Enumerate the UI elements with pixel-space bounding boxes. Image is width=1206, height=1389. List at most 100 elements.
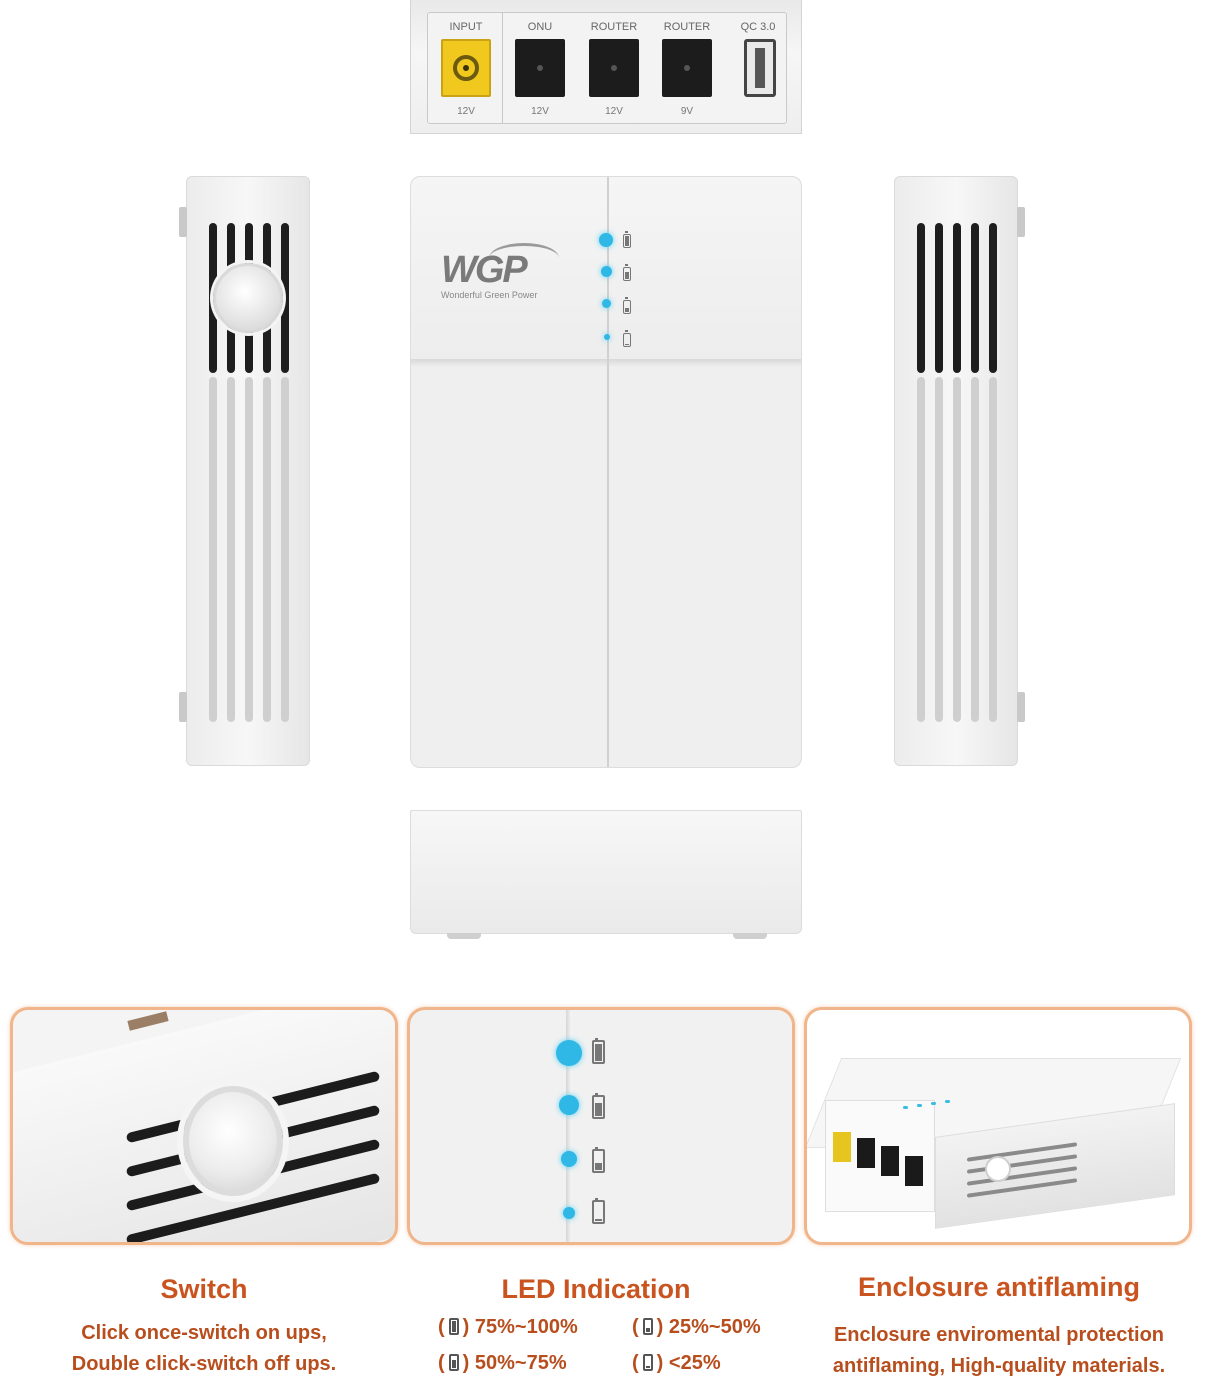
battery-medium-icon [642,1318,653,1335]
port-divider [502,13,503,123]
led-indicator [561,1151,577,1167]
battery-low-icon [642,1354,653,1371]
left-side-view [179,176,310,766]
enclosure-feature-panel [804,1007,1192,1245]
legend-paren: ( [632,1352,639,1374]
legend-range: ) 25%~50% [656,1316,761,1338]
logo-arc-icon [489,243,559,273]
vent-slot [263,377,271,722]
port-input: INPUT 12V [430,13,502,125]
power-button-icon[interactable] [213,263,283,333]
front-horizontal-seam [411,359,801,367]
dc-output-jack-icon [515,39,565,97]
logo-tagline: Wonderful Green Power [441,290,538,300]
rubber-foot [733,933,767,939]
legend-paren: ( [632,1316,639,1338]
enclosure-line-1: Enclosure enviromental protection [833,1324,1165,1346]
battery-medium-icon [623,297,631,314]
battery-high-icon [448,1354,459,1371]
legend-item-75-100: ( ) 75%~100% [438,1316,578,1339]
legend-range: ) 50%~75% [462,1352,567,1374]
switch-line-2: Double click-switch off ups. [71,1353,337,1375]
battery-medium-icon [592,1147,605,1173]
port-label: INPUT [449,21,483,33]
legend-item-25-50: ( ) 25%~50% [632,1316,761,1339]
enclosure-line-2: antiflaming, High-quality materials. [832,1355,1166,1377]
dc-output-jack-icon [857,1138,875,1168]
power-button-icon [183,1086,283,1196]
led-title: LED Indication [501,1274,691,1304]
dc-input-jack-icon [441,39,491,97]
vent-slot [917,377,925,722]
vent-slot [935,377,943,722]
screw [1017,692,1025,722]
port-voltage: 12V [457,106,475,117]
vent-slot [989,223,997,373]
legend-paren: ( [438,1352,445,1374]
switch-description: Click once-switch on ups, Double click-s… [10,1318,398,1380]
led-feature-panel [407,1007,795,1245]
vent-slot [227,377,235,722]
vent-slot [917,223,925,373]
port-frame: INPUT 12V ONU 12V ROUTER 12V ROUTER 9V Q… [427,12,787,124]
switch-line-1: Click once-switch on ups, [81,1322,327,1344]
port-voltage: 9V [680,106,694,117]
led-indicator [563,1207,575,1219]
led-indicator [559,1095,579,1115]
enclosure-description: Enclosure enviromental protection antifl… [800,1320,1198,1382]
dc-output-jack-icon [905,1156,923,1186]
vent-slot [281,223,289,373]
front-view: WGP Wonderful Green Power [410,176,802,768]
front-seam [566,1010,572,1242]
port-label: QC 3.0 [740,21,776,33]
dc-output-jack-icon [662,39,712,97]
enclosure-title: Enclosure antiflaming [857,1272,1141,1302]
vent-slot [971,377,979,722]
led-indicator [903,1106,908,1109]
battery-high-icon [623,264,631,281]
bottom-view [410,810,802,939]
rubber-foot [447,933,481,939]
vent-slot [989,377,997,722]
front-vertical-seam [607,177,609,767]
legend-range: ) <25% [656,1352,721,1374]
legend-item-under-25: ( ) <25% [632,1352,721,1375]
vent-slot [935,223,943,373]
screw [179,207,187,237]
led-indicator [604,334,610,340]
right-side-view [894,176,1025,766]
led-indicator [931,1102,936,1105]
legend-paren: ( [438,1316,445,1338]
port-voltage: 12V [531,106,549,117]
port-onu: ONU 12V [504,13,576,125]
led-legend: ( ) 75%~100% ( ) 25%~50% ( ) 50%~75% ( ) <25… [438,1316,798,1386]
legend-item-50-75: ( ) 50%~75% [438,1352,567,1375]
led-indicator [601,266,612,277]
port-label: ONU [527,21,553,33]
battery-low-icon [592,1198,605,1224]
led-indicator [917,1104,922,1107]
switch-title: Switch [160,1274,248,1304]
port-router-9v: ROUTER 9V [651,13,723,125]
legend-range: ) 75%~100% [462,1316,578,1338]
dc-output-jack-icon [881,1146,899,1176]
port-qc30: QC 3.0 [722,13,794,125]
battery-full-icon [448,1318,459,1335]
vent-slot [971,223,979,373]
usb-port-icon [744,39,776,97]
battery-full-icon [623,231,631,248]
port-panel-view: INPUT 12V ONU 12V ROUTER 12V ROUTER 9V Q… [410,0,802,134]
port-label: ROUTER [590,21,638,33]
led-indicator [556,1040,582,1066]
vent-slot [953,377,961,722]
device-label-sticker [127,1011,169,1031]
battery-low-icon [623,330,631,347]
led-indicator [945,1100,950,1103]
switch-feature-panel [10,1007,398,1245]
vent-slot [953,223,961,373]
vent-slot [281,377,289,722]
battery-high-icon [592,1093,605,1119]
dc-output-jack-icon [589,39,639,97]
vent-slot [245,377,253,722]
brand-logo: WGP Wonderful Green Power [441,243,571,300]
